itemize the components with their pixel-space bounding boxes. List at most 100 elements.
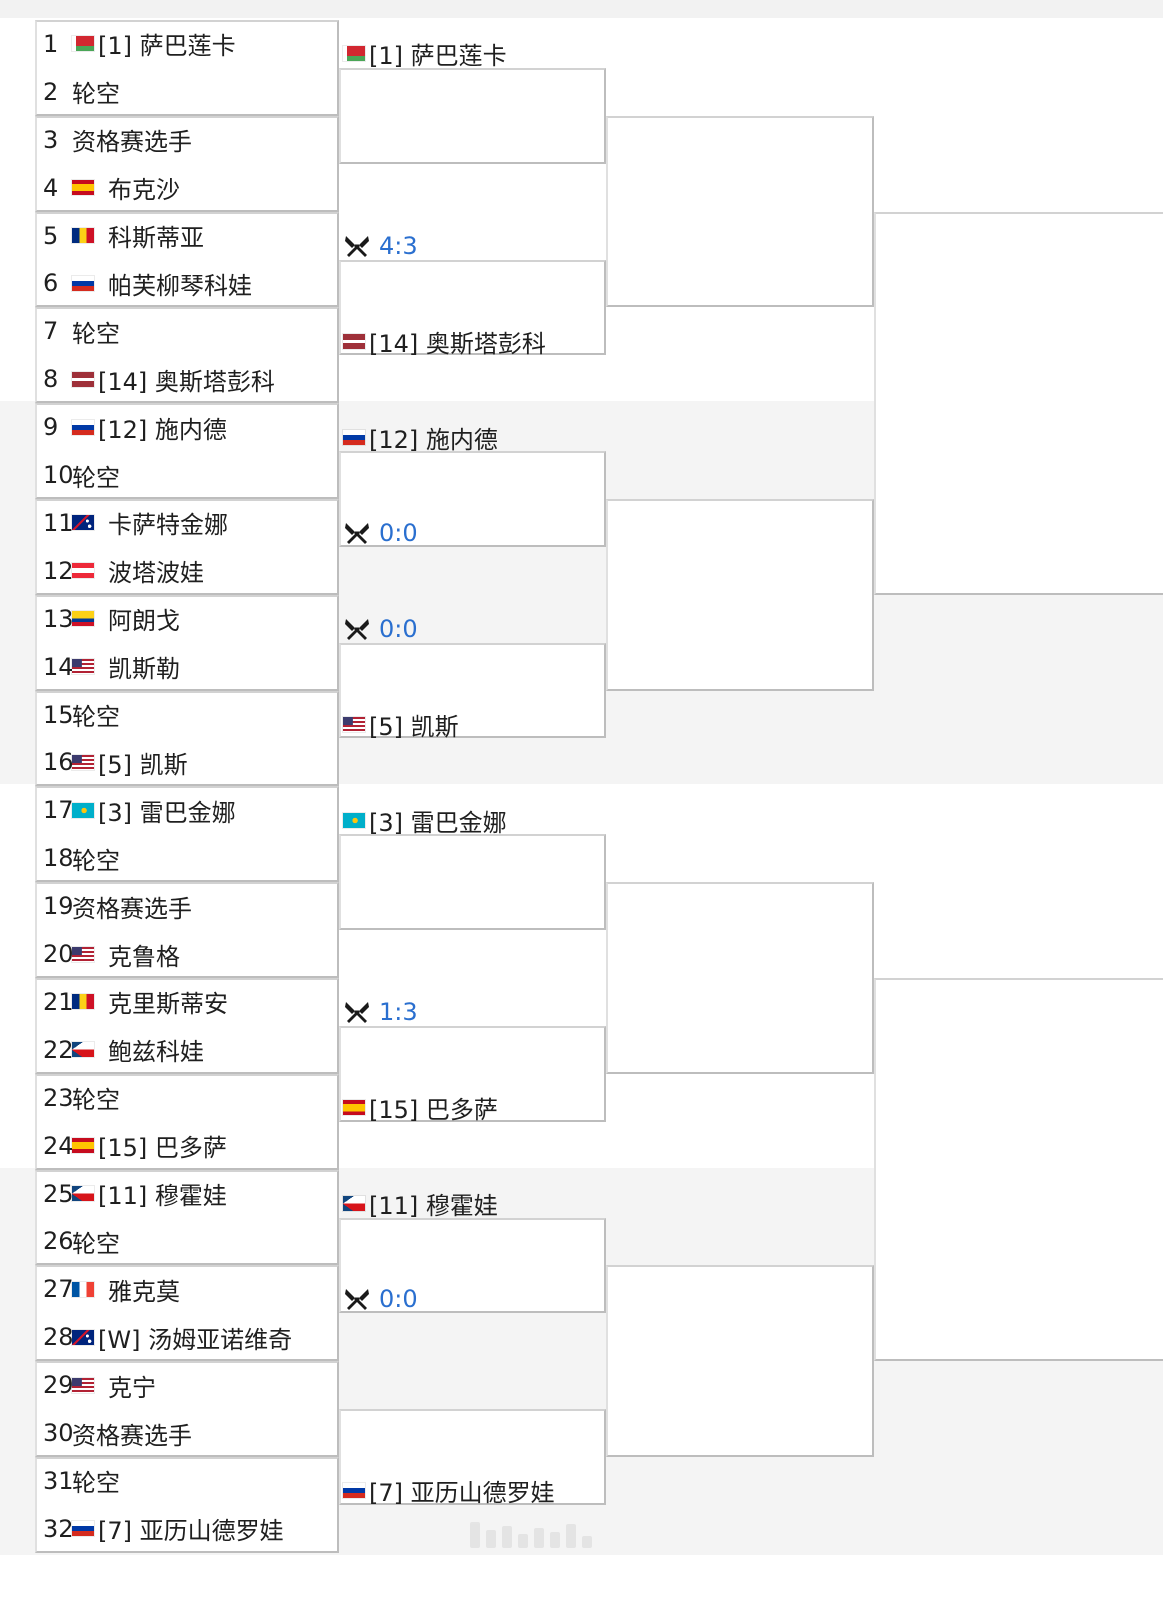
esp-flag-icon (72, 1138, 94, 1154)
match-box-r4 (874, 978, 1163, 1362)
bracket-entry[interactable]: 25[11] 穆霍娃 (43, 1174, 227, 1214)
player-name: 轮空 (72, 1229, 120, 1258)
draw-position: 23 (43, 1083, 74, 1112)
match-box-r3 (606, 882, 874, 1074)
match-box-r1 (35, 594, 339, 691)
bracket-entry[interactable]: 17 [3] 雷巴金娜 (43, 790, 236, 830)
advanced-player[interactable]: [15] 巴多萨 (343, 1088, 498, 1128)
match-score[interactable]: 0:0 (343, 1279, 418, 1319)
draw-position: 4 (43, 173, 59, 202)
cze-flag-icon (343, 1196, 365, 1211)
advanced-player[interactable]: [7] 亚历山德罗娃 (343, 1471, 555, 1511)
player-name: 资格赛选手 (72, 894, 192, 923)
bracket-entry[interactable]: 24[15] 巴多萨 (43, 1126, 227, 1166)
usa-flag-icon (72, 754, 94, 770)
bracket-entry[interactable]: 1[1] 萨巴莲卡 (43, 24, 236, 64)
player-name: [3] 雷巴金娜 (369, 808, 507, 837)
score-value: 4:3 (379, 231, 418, 260)
player-name: 凯斯勒 (108, 655, 180, 684)
bracket-entry[interactable]: 16[5] 凯斯 (43, 742, 188, 782)
advanced-player[interactable]: [14] 奥斯塔彭科 (343, 321, 546, 361)
draw-position: 30 (43, 1419, 74, 1448)
player-name: 鲍兹科娃 (108, 1038, 204, 1067)
draw-position: 5 (43, 221, 59, 250)
player-name: [5] 凯斯 (98, 750, 188, 779)
match-box-r1 (35, 211, 339, 308)
advanced-player[interactable]: [3] 雷巴金娜 (343, 800, 507, 840)
player-name: [1] 萨巴莲卡 (369, 42, 507, 71)
match-box-r2 (339, 642, 606, 739)
player-name: [15] 巴多萨 (369, 1096, 498, 1125)
match-box-r1 (35, 786, 339, 883)
bracket-entry[interactable]: 32[7] 亚历山德罗娃 (43, 1509, 284, 1549)
draw-position: 8 (43, 365, 59, 394)
bracket-entry[interactable]: 9[12] 施内德 (43, 407, 227, 447)
rus-flag-icon (72, 1521, 94, 1537)
draw-position: 22 (43, 1035, 74, 1064)
lat-flag-icon (72, 371, 94, 387)
draw-position: 18 (43, 844, 74, 873)
player-name: [11] 穆霍娃 (369, 1192, 498, 1220)
draw-position: 17 (43, 796, 74, 825)
cze-flag-icon (72, 1042, 94, 1058)
crossed-rackets-icon (345, 522, 369, 544)
player-name: [11] 穆霍娃 (98, 1182, 227, 1211)
advanced-player[interactable]: [5] 凯斯 (343, 705, 459, 745)
kaz-flag-icon (72, 802, 94, 818)
draw-position: 1 (43, 29, 59, 58)
draw-position: 21 (43, 987, 74, 1016)
bracket-entry[interactable]: 22 鲍兹科娃 (43, 1030, 204, 1070)
blr-flag-icon (343, 46, 365, 62)
advanced-player[interactable]: [12] 施内德 (343, 417, 498, 457)
advanced-player[interactable]: [11] 穆霍娃 (343, 1184, 498, 1224)
draw-position: 28 (43, 1323, 74, 1352)
match-box-r3 (606, 115, 874, 308)
match-box-r1 (35, 20, 339, 116)
usa-flag-icon (72, 1377, 94, 1393)
rus-flag-icon (72, 419, 94, 435)
watermark-icon (470, 1522, 592, 1548)
match-score[interactable]: 0:0 (343, 609, 418, 649)
match-box-r1 (35, 978, 339, 1074)
player-name: [3] 雷巴金娜 (98, 798, 236, 827)
draw-position: 2 (43, 77, 59, 106)
bracket-entry[interactable]: 8[14] 奥斯塔彭科 (43, 359, 275, 399)
match-score[interactable]: 0:0 (343, 513, 418, 553)
match-box-r1 (35, 115, 339, 212)
advanced-player[interactable]: [1] 萨巴莲卡 (343, 34, 507, 74)
player-name: 轮空 (72, 846, 120, 875)
match-box-r2 (339, 1025, 606, 1122)
match-box-r2 (339, 451, 606, 547)
crossed-rackets-icon (345, 618, 369, 640)
player-name: 波塔波娃 (108, 559, 204, 588)
bracket-entry[interactable]: 28 [W] 汤姆亚诺维奇 (43, 1317, 292, 1357)
match-score[interactable]: 4:3 (343, 226, 418, 266)
usa-flag-icon (72, 659, 94, 675)
score-value: 0:0 (379, 1285, 418, 1314)
usa-flag-icon (72, 946, 94, 962)
player-name: [W] 汤姆亚诺维奇 (98, 1325, 293, 1354)
match-score[interactable]: 1:3 (343, 992, 418, 1032)
